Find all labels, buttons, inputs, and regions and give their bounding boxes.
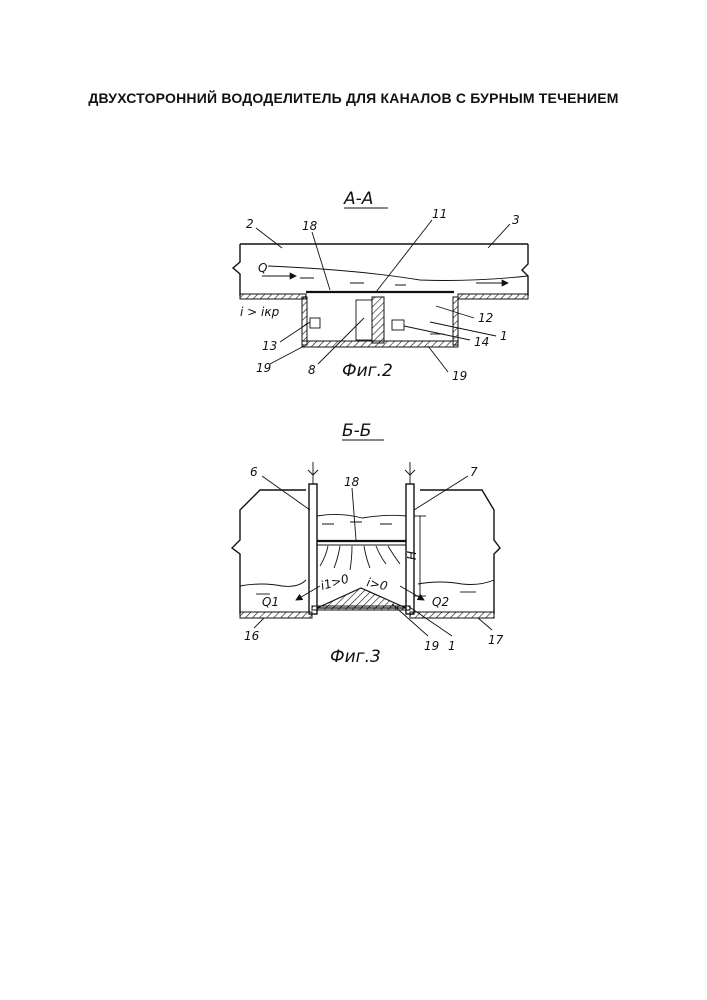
fig3-label-19: 19	[424, 639, 439, 653]
fig3-label-slope1: i1>0	[319, 571, 351, 592]
fig3-gate-6	[309, 484, 317, 614]
fig3-label-6: 6	[250, 465, 258, 479]
fig2-label-2: 2	[246, 217, 254, 231]
fig3-label-7: 7	[470, 465, 478, 479]
fig3-caption: Фиг.3	[330, 647, 381, 667]
fig3-leader-16	[254, 618, 264, 628]
fig2-label-3: 3	[512, 213, 520, 227]
fig2-label-13: 13	[262, 339, 277, 353]
fig3-label-16: 16	[244, 629, 260, 643]
fig3-label-17: 17	[488, 633, 504, 647]
fig2-floor-left	[240, 294, 306, 299]
fig2-label-1: 1	[500, 329, 508, 343]
fig3-label-18: 18	[344, 475, 360, 489]
fig2-chamber-wall-right	[453, 297, 458, 345]
fig2-break-left	[233, 244, 240, 296]
fig3-water-surface-left	[240, 580, 306, 586]
fig3-water-dashes-center	[322, 522, 392, 524]
fig2-leader-11	[376, 220, 432, 292]
fig2-label-12: 12	[478, 311, 493, 325]
fig3-gate-7	[406, 484, 414, 614]
fig3-label-1: 1	[448, 639, 456, 653]
fig3-water-surface-right	[418, 580, 494, 585]
fig2-water-dashes	[300, 278, 406, 285]
fig3-leader-1	[408, 606, 452, 636]
fig3-floor-right	[410, 612, 494, 618]
fig2-caption: Фиг.2	[342, 361, 393, 381]
fig2-label-19b: 19	[452, 369, 467, 383]
fig3-floor-left	[240, 612, 312, 618]
fig2-label-8: 8	[308, 363, 316, 377]
fig3-leader-7	[414, 476, 468, 510]
fig2-partition	[372, 297, 384, 343]
fig2-slope-label: i > iкр	[240, 305, 280, 319]
figure-2: А-А	[233, 189, 528, 383]
fig3-label-q1: Q1	[262, 595, 279, 609]
fig2-break-right	[522, 244, 528, 296]
fig3-section-label: Б-Б	[342, 421, 371, 441]
fig2-floor-right	[458, 294, 528, 299]
fig2-outlet-13	[310, 318, 320, 328]
fig3-gate-6-stem	[308, 462, 318, 484]
fig2-label-11: 11	[432, 207, 447, 221]
fig2-section-label: А-А	[343, 189, 373, 209]
fig2-outlet-14	[392, 320, 404, 330]
fig3-water-surface-center	[317, 514, 406, 518]
fig2-label-19a: 19	[256, 361, 271, 375]
fig2-label-18: 18	[302, 219, 318, 233]
fig2-leader-2	[256, 228, 282, 248]
fig2-label-14: 14	[474, 335, 489, 349]
fig2-leader-18	[312, 232, 330, 290]
fig3-label-q2: Q2	[432, 595, 449, 609]
fig3-jets	[320, 546, 400, 570]
fig3-label-h: H	[405, 551, 419, 560]
fig3-gate-7-stem	[405, 462, 415, 484]
fig2-flow-label: Q	[258, 261, 267, 275]
fig3-leader-18	[352, 488, 356, 540]
fig3-leader-6	[262, 476, 310, 510]
figure-3: Б-Б	[232, 421, 504, 667]
fig3-label-slope2: i>0	[365, 575, 389, 593]
fig2-partition-box	[356, 300, 372, 340]
fig2-chamber-wall-left	[302, 297, 307, 345]
fig2-leader-19b	[428, 346, 448, 372]
fig3-leader-17	[478, 618, 492, 630]
